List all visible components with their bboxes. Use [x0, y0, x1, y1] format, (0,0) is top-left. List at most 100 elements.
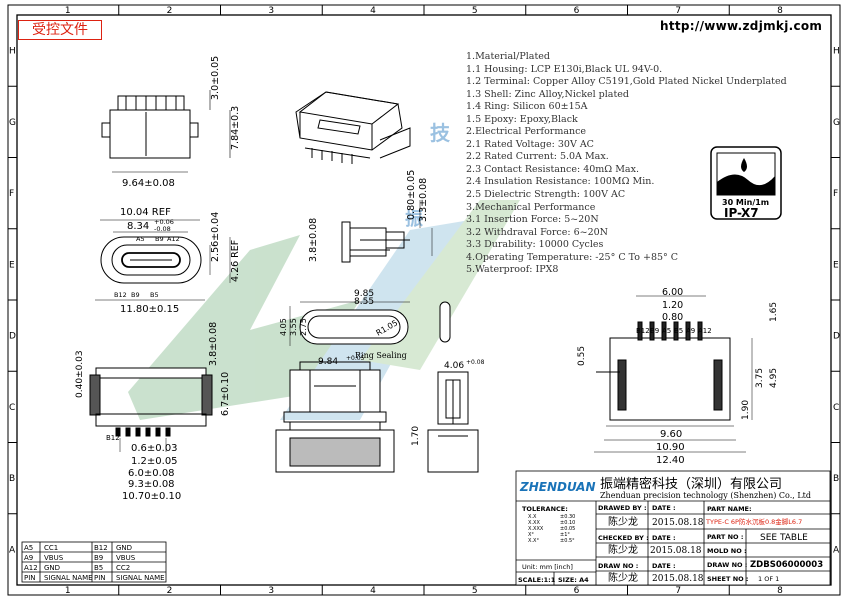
- dim-face-ref-width: 10.04 REF: [120, 207, 171, 218]
- drawn-by: 陈少龙: [608, 515, 638, 528]
- checked-by-label: CHECKED BY :: [598, 534, 649, 542]
- dim-side-left: 3.8±0.08: [308, 218, 319, 262]
- grid-row-left: E: [9, 260, 15, 270]
- company-url[interactable]: http://www.zdjmkj.com: [660, 19, 823, 33]
- mold-no-label: MOLD NO :: [707, 547, 747, 555]
- drawing-no: ZDBS06000003: [750, 560, 823, 570]
- grid-col-bottom: 1: [65, 586, 71, 596]
- grid-col-top: 4: [370, 6, 376, 16]
- side-view: [341, 200, 433, 263]
- tolerance-format: X.X°: [528, 538, 539, 544]
- dim-side2-height: 1.70: [411, 426, 421, 446]
- grid-row-left: B: [9, 474, 15, 484]
- dim-ring-h1: 4.05: [279, 318, 288, 336]
- date-label-2: DATE :: [652, 534, 676, 542]
- dim-span3: 10.70±0.10: [122, 491, 181, 502]
- pin-table-cell: B9: [94, 554, 103, 562]
- tolerance-value: ±1°: [560, 532, 570, 538]
- grid-col-top: 6: [574, 6, 580, 16]
- part-name-label: PART NAME:: [707, 505, 752, 513]
- grid-row-right: G: [833, 118, 840, 128]
- grid-col-bottom: 2: [167, 586, 173, 596]
- tolerance-label: TOLERANCE:: [522, 505, 568, 513]
- tolerance-value: ±0.5°: [560, 538, 575, 544]
- ring-label: Ring Sealing: [355, 351, 407, 360]
- checked-by: 陈少龙: [608, 543, 638, 556]
- dim-face-inner-width: 8.34: [127, 221, 149, 232]
- spec-note-line: 3.2 Withdraval Force: 6~20N: [466, 226, 608, 238]
- spec-note-line: 1.2 Terminal: Copper Alloy C5191,Gold Pl…: [466, 76, 787, 88]
- pin-table-cell: PIN: [24, 574, 36, 582]
- footprint-view: [594, 295, 753, 453]
- scale-label: SCALE:1:1: [518, 576, 556, 584]
- date-3: 2015.08.18: [652, 574, 704, 584]
- dim-face-height: 2.56±0.04: [210, 212, 221, 262]
- dim-side-top: 0.80±0.05: [406, 170, 417, 220]
- dim-fp-h1: 1.65: [769, 302, 779, 322]
- pin-table-cell: B5: [94, 564, 103, 572]
- pin-label-b9: B9: [131, 291, 140, 299]
- dim-top-width: 9.64±0.08: [122, 178, 175, 189]
- dim-ring-w1: 9.85: [354, 289, 374, 299]
- part-name: TYPE-C 6P防水沉板0.8金脚L6.7: [705, 517, 802, 526]
- dim-fp-w3: 12.40: [656, 455, 685, 466]
- dim-top-height: 3.0±0.05: [210, 56, 221, 100]
- ring-view: [289, 301, 451, 346]
- pin-table-cell: GND: [116, 544, 132, 552]
- grid-col-bottom: 6: [574, 586, 580, 596]
- draw-no-label: DRAW NO :: [598, 562, 638, 570]
- dim-fp-h3: 4.95: [769, 368, 779, 388]
- fp-pin-b12: B12: [636, 327, 650, 335]
- tolerance-format: X.X: [528, 514, 537, 520]
- center-view: [275, 361, 395, 473]
- company-name-en: Zhenduan precision technology (Shenzhen)…: [600, 491, 811, 500]
- front-pin-label: B12: [106, 434, 120, 442]
- pin-table-cell: VBUS: [44, 554, 64, 562]
- spec-note-line: 5.Waterproof: IPX8: [466, 264, 559, 276]
- spec-note-line: 4.Operating Temperature: -25° C To +85° …: [466, 251, 679, 263]
- sheet-no: 1 OF 1: [758, 575, 779, 583]
- tolerance-format: X.XX: [528, 520, 540, 526]
- company-logo: ZHENDUAN: [519, 480, 595, 494]
- dim-fp-pitch: 1.20: [662, 300, 683, 311]
- side-view-2: [427, 371, 479, 473]
- spec-note-line: 2.5 Dielectric Strength: 100V AC: [466, 189, 626, 201]
- spec-note-line: 2.4 Insulation Resistance: 100MΩ Min.: [466, 176, 655, 188]
- grid-row-right: C: [833, 403, 839, 413]
- tolerance-format: X.XXX: [528, 526, 544, 532]
- grid-row-left: G: [9, 118, 16, 128]
- spec-note-line: 1.3 Shell: Zinc Alloy,Nickel plated: [466, 88, 629, 100]
- dim-front-h2: 6.7±0.10: [220, 372, 231, 416]
- spec-note-line: 1.Material/Plated: [466, 51, 550, 62]
- grid-row-left: C: [9, 403, 15, 413]
- tolerance-value: ±0.30: [560, 514, 575, 520]
- dim-ring-h3: 2.75: [299, 318, 308, 336]
- grid-row-left: F: [9, 189, 14, 199]
- grid-row-left: A: [9, 545, 16, 555]
- pin-label-a5: A5: [136, 235, 145, 243]
- dim-pitch2: 1.2±0.05: [131, 456, 178, 467]
- dim-center-width: 9.84: [318, 357, 338, 367]
- spec-note-line: 1.1 Housing: LCP E130i,Black UL 94V-0.: [466, 63, 663, 75]
- size-label: SIZE: A4: [558, 576, 589, 584]
- pin-table-cell: A9: [24, 554, 33, 562]
- company-name-cn: 振端精密科技（深圳）有限公司: [600, 476, 782, 492]
- dim-ring-h2: 3.55: [289, 318, 298, 336]
- dim-center-tol: +0.05: [346, 355, 365, 362]
- dim-span1: 6.0±0.08: [128, 468, 175, 479]
- grid-row-right: F: [833, 189, 838, 199]
- dim-fp-h4: 1.90: [741, 400, 751, 420]
- grid-col-top: 7: [675, 6, 681, 16]
- watermark-char: 振: [405, 208, 423, 230]
- tolerance-value: ±0.10: [560, 520, 575, 526]
- grid-row-left: D: [9, 332, 16, 342]
- grid-col-bottom: 3: [268, 586, 274, 596]
- pin-label-b5: B5: [150, 291, 159, 299]
- grid-col-top: 2: [167, 6, 173, 16]
- grid-col-top: 5: [472, 6, 478, 16]
- dim-fp-gap: 0.55: [577, 346, 587, 366]
- grid-row-right: E: [833, 260, 839, 270]
